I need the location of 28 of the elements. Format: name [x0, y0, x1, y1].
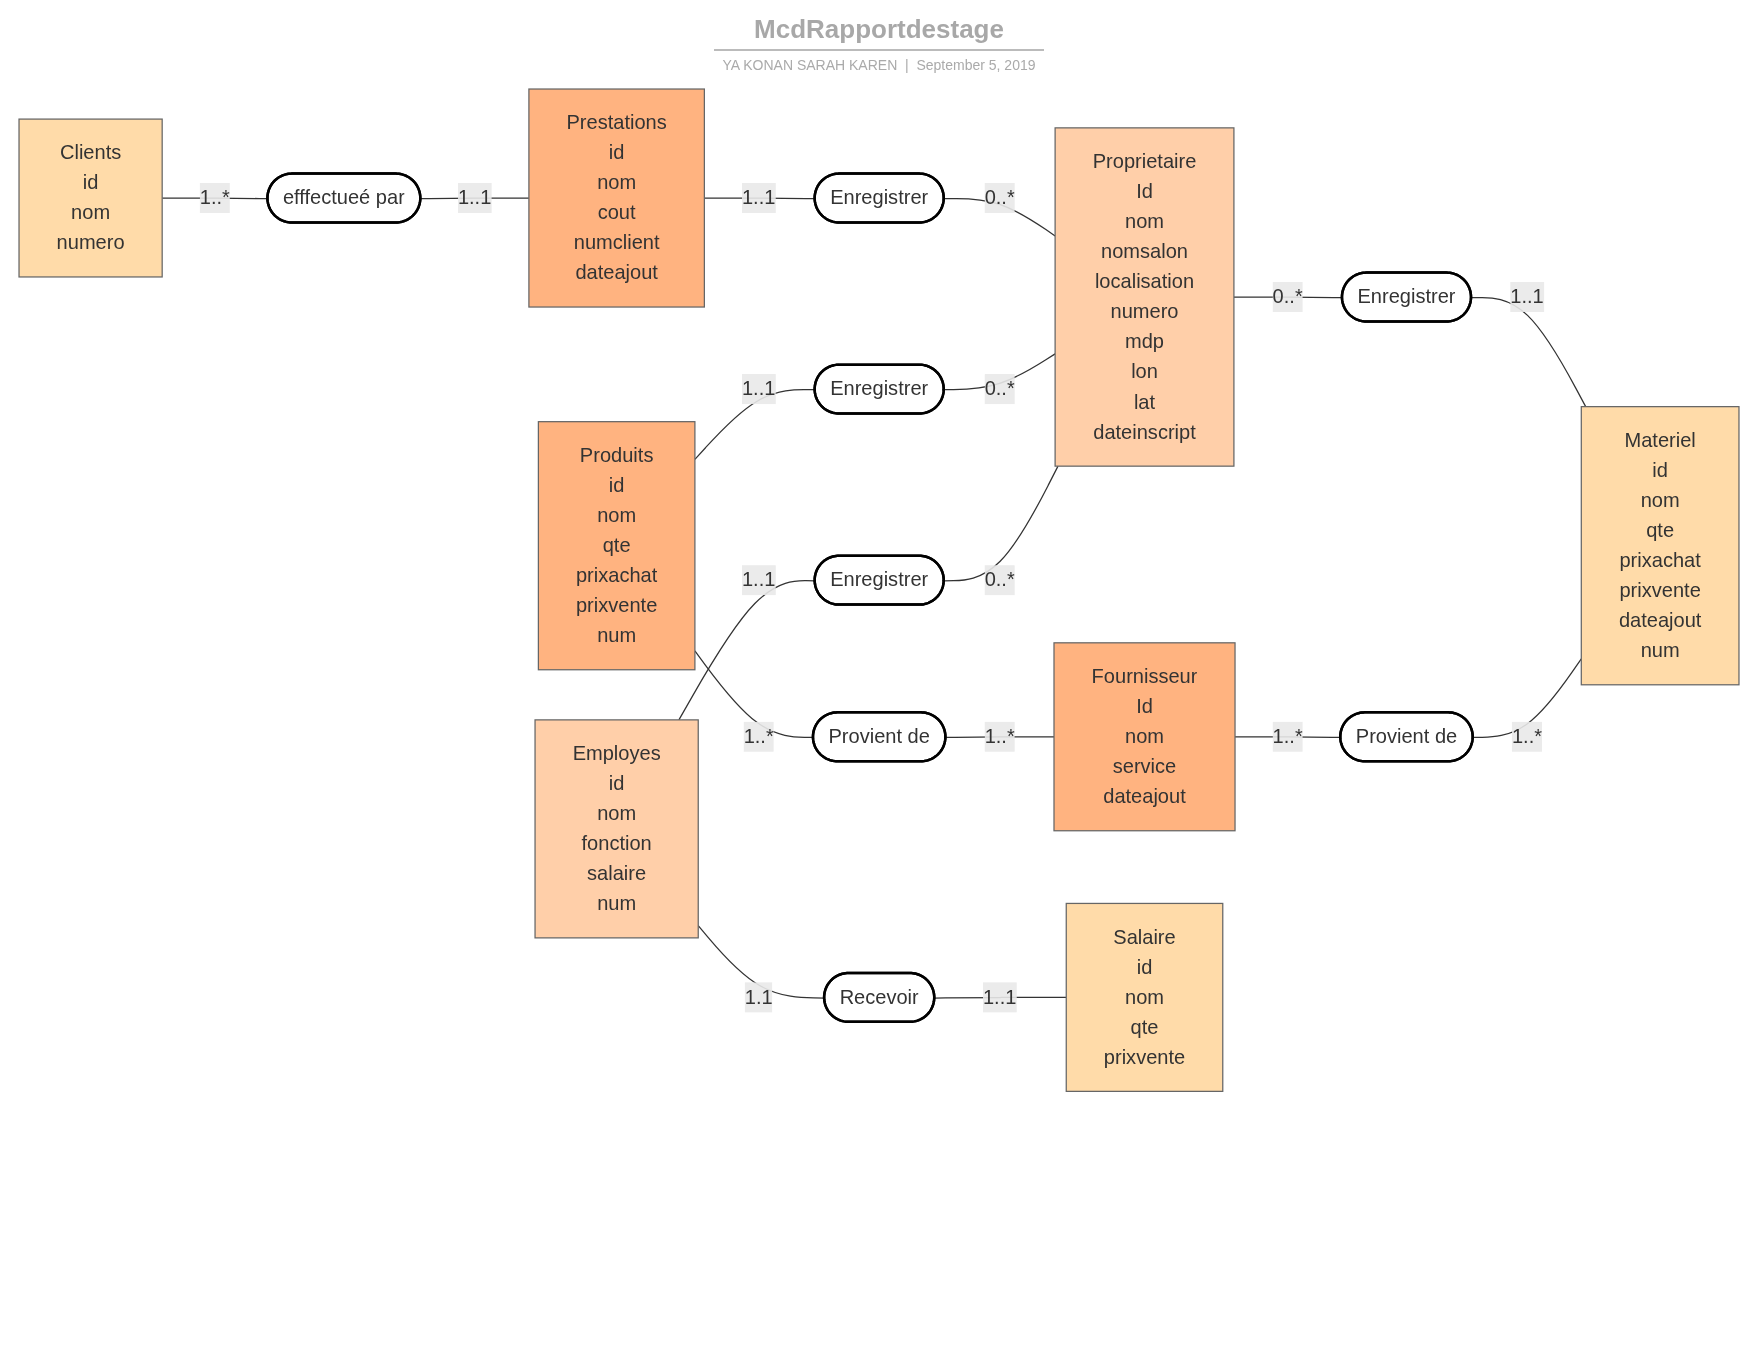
edge-label: 1..1 [741, 568, 776, 591]
node-box: Salaire id nom qte prixvente [1065, 902, 1224, 1092]
edge-label: 1.1 [744, 986, 773, 1008]
node-box: Proprietaire Id nom nomsalon localisation numero mdp lon lat dateinscript [1054, 127, 1235, 467]
edge-label: 1..* [743, 725, 774, 747]
connector [943, 465, 1059, 582]
edge-label: 1..1 [1510, 285, 1544, 308]
edge-label: 1..1 [741, 377, 776, 400]
edge-label: 1..* [1272, 725, 1303, 747]
edge-label: 0..* [984, 568, 1015, 591]
node-box: Materiel id nom qte prixachat prixvente dateajout num [1580, 406, 1740, 686]
edge-label: 1..* [984, 725, 1015, 747]
connector [1471, 296, 1587, 408]
edge-label: 1..1 [457, 186, 492, 209]
edge-label: 1..* [1511, 725, 1543, 747]
node-box: Clients id nom numero [18, 118, 163, 278]
edge-label: 0..* [1272, 285, 1303, 308]
node-box: Produits id nom qte prixachat prixvente num [537, 421, 696, 671]
diagram-title: McdRapportdestage [714, 14, 1044, 51]
node-box: Employes id nom fonction salaire num [534, 719, 699, 939]
edge-label: 1..1 [982, 986, 1017, 1008]
node-box: Fournisseur Id nom service dateajout [1053, 642, 1236, 832]
edge-label: 1..* [199, 186, 230, 209]
node-box: Prestations id nom cout numclient dateajout [528, 88, 705, 308]
subtitle-text: YA KONAN SARAH KAREN | September 5, 2019 [721, 57, 1037, 73]
edge-label: 1..1 [741, 186, 776, 209]
edge-label: 0..* [984, 377, 1015, 400]
edge-label: 0..* [984, 186, 1015, 209]
